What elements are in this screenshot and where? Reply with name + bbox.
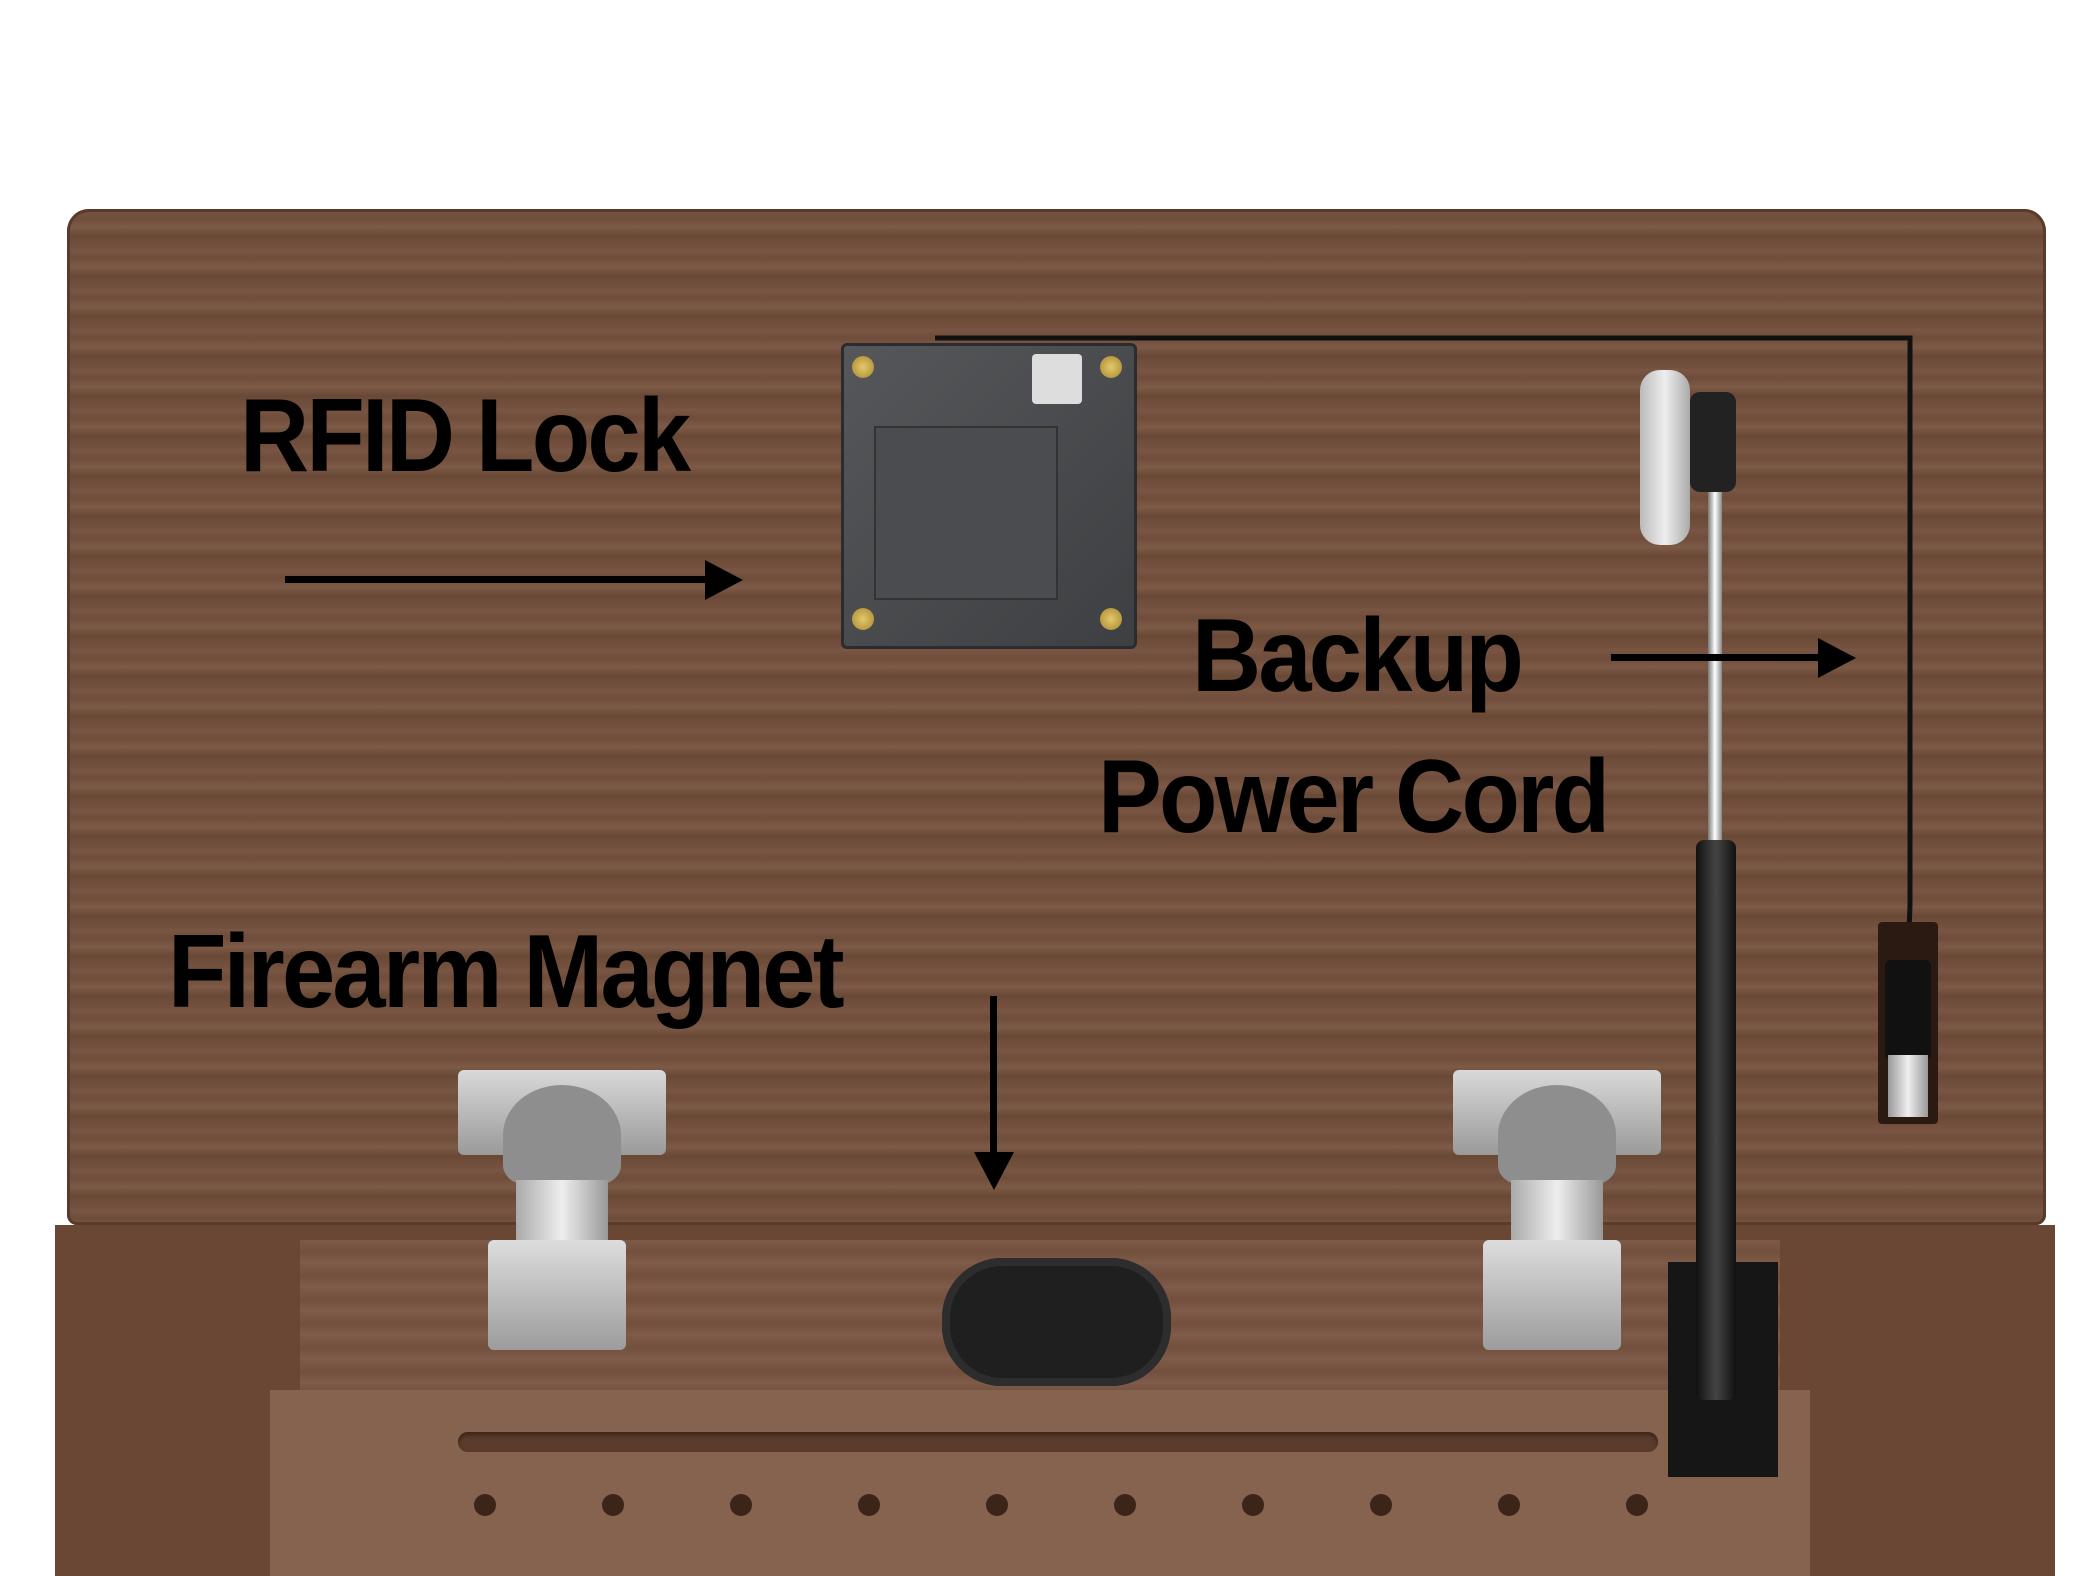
rfid-lock-module [841, 343, 1137, 649]
arrow-right-icon [285, 576, 710, 583]
arrow-down-icon [990, 996, 997, 1156]
usb-plug-icon [1885, 960, 1931, 1060]
strut-bracket [1640, 370, 1690, 545]
screw-icon [852, 356, 874, 378]
peg-hole [1242, 1494, 1264, 1516]
lock-sensor-icon [1032, 354, 1082, 404]
screw-icon [1100, 356, 1122, 378]
firearm-magnet [942, 1258, 1171, 1386]
arrow-head-icon [705, 560, 743, 600]
lock-cover [874, 426, 1058, 600]
arrow-head-icon [974, 1152, 1014, 1190]
arrow-head-icon [1818, 638, 1856, 678]
peg-hole [1498, 1494, 1520, 1516]
rack-slot [458, 1432, 1658, 1452]
box-floor [270, 1390, 1810, 1576]
peg-hole [1370, 1494, 1392, 1516]
gas-strut-top [1690, 392, 1736, 492]
gas-strut-body [1696, 840, 1736, 1400]
arrow-right-icon [1611, 654, 1821, 661]
peg-hole [730, 1494, 752, 1516]
peg-hole [1626, 1494, 1648, 1516]
usb-connector [1888, 1055, 1928, 1117]
gas-strut-rod [1708, 430, 1722, 850]
hinge-left [458, 1070, 666, 1353]
peg-hole [1114, 1494, 1136, 1516]
backup-label: Backup [1192, 598, 1524, 714]
peg-hole [986, 1494, 1008, 1516]
peg-hole [474, 1494, 496, 1516]
peg-hole [602, 1494, 624, 1516]
firearm-magnet-label: Firearm Magnet [168, 914, 845, 1030]
peg-hole [858, 1494, 880, 1516]
rfid-lock-label: RFID Lock [240, 378, 691, 494]
screw-icon [1100, 608, 1122, 630]
power-cord-label: Power Cord [1098, 739, 1610, 855]
hinge-right [1453, 1070, 1661, 1353]
screw-icon [852, 608, 874, 630]
